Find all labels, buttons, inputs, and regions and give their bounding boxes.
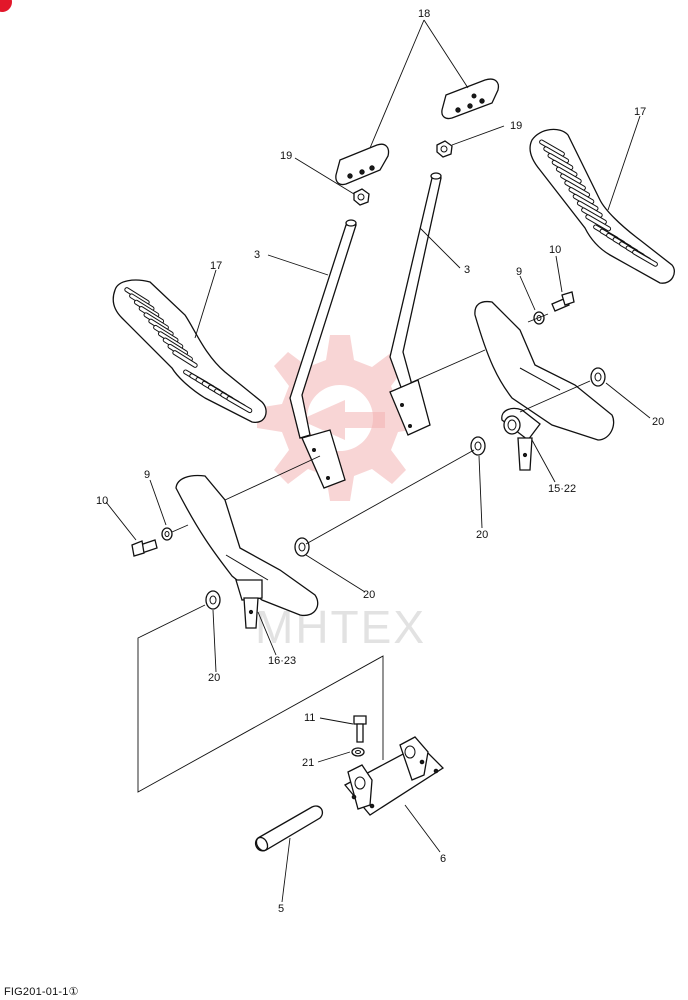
watermark-arrow-icon: [300, 400, 385, 440]
callout-18: 18: [418, 8, 430, 20]
callout-20-right: 20: [652, 416, 664, 428]
bolt-bracket: [353, 715, 367, 743]
nut-right: [436, 140, 453, 158]
pedal-arm-left: [175, 474, 319, 629]
watermark-text: MHTEX: [255, 601, 426, 653]
grip-rubber-right: [441, 78, 500, 120]
footrest-pad-left: [112, 279, 267, 423]
bolt-left: [131, 539, 158, 557]
nut-left: [353, 188, 370, 206]
bushing-4: [205, 590, 221, 610]
footrest-pad-right: [529, 128, 675, 284]
callout-10-right: 10: [549, 244, 561, 256]
callout-9-left: 9: [144, 469, 150, 481]
bracket: [343, 736, 445, 816]
bushing-3: [294, 537, 310, 557]
callout-11: 11: [304, 712, 315, 724]
callout-3-left: 3: [254, 249, 260, 261]
pad-rib: [226, 396, 253, 414]
callout-17-right: 17: [634, 106, 646, 118]
callout-20-center: 20: [476, 529, 488, 541]
callout-9-right: 9: [516, 266, 522, 278]
callout-labels: 18 19 19 17 17 3 3 10 9 10 9 20 20 20 20…: [96, 8, 664, 915]
bolt-right: [551, 291, 575, 312]
washer-left: [161, 527, 173, 541]
figure-label: FIG201-01-1①: [4, 986, 79, 998]
pad-ribs-left: [124, 287, 253, 414]
callout-20-middle: 20: [363, 589, 375, 601]
callout-10-left: 10: [96, 495, 108, 507]
callout-leaders: [105, 19, 651, 903]
callout-21: 21: [302, 757, 314, 769]
pad-ribs-right: [539, 139, 658, 267]
pad-rib: [632, 249, 658, 267]
pad-rib: [172, 350, 198, 368]
grip-rubber-left: [335, 143, 390, 186]
rod-right: [389, 172, 442, 436]
callout-19-left: 19: [280, 150, 292, 162]
pad-rib: [585, 214, 612, 232]
callout-6: 6: [440, 853, 446, 865]
bushing-1: [590, 367, 606, 387]
bushing-2: [470, 436, 486, 456]
callout-5: 5: [278, 903, 284, 915]
pedal-arm-right: [474, 300, 615, 471]
brand-corner-mark: [0, 0, 12, 12]
callout-3-right: 3: [464, 264, 470, 276]
rod-left: [289, 219, 357, 489]
callout-19-right: 19: [510, 120, 522, 132]
washer-bracket: [351, 747, 365, 757]
callout-17-left: 17: [210, 260, 222, 272]
callout-16-23: 16·23: [268, 655, 296, 667]
pin: [254, 805, 324, 852]
assembly-lines: [137, 313, 591, 793]
callout-15-22: 15·22: [548, 483, 576, 495]
callout-20-left: 20: [208, 672, 220, 684]
